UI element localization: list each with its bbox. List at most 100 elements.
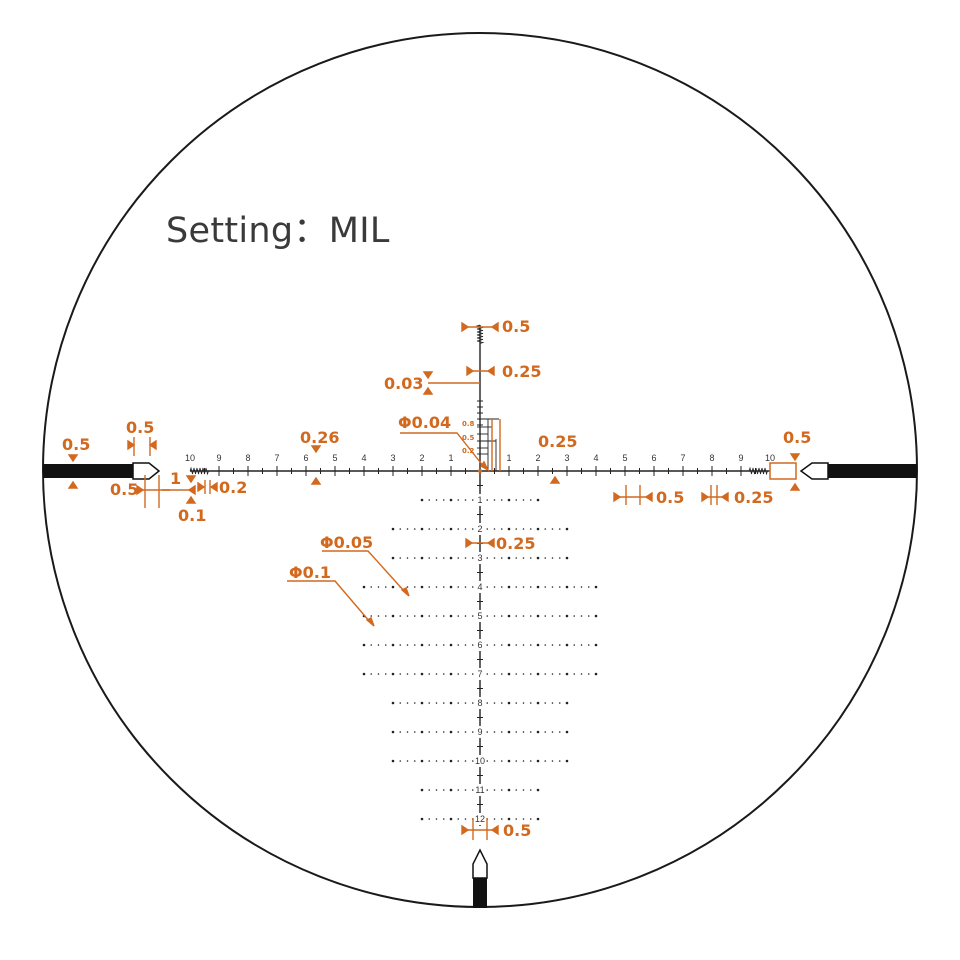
holdover-sub-dot <box>522 499 525 501</box>
holdover-sub-dot <box>544 731 547 733</box>
annotation-center-dot: Φ0.04 <box>398 413 451 432</box>
holdover-sub-dot <box>457 731 460 733</box>
holdover-sub-dot <box>529 818 532 820</box>
holdover-sub-dot <box>413 731 416 733</box>
holdover-sub-dot <box>500 615 503 617</box>
holdover-sub-dot <box>500 644 503 646</box>
holdover-sub-dot <box>471 528 474 530</box>
annotation-left-spacing-1: 1 <box>170 469 181 488</box>
annotation-top-post-width: 0.5 <box>502 317 530 336</box>
h-tick-label-left: 1 <box>448 453 453 463</box>
holdover-sub-dot <box>406 731 409 733</box>
holdover-sub-dot <box>442 499 445 501</box>
holdover-sub-dot <box>529 673 532 675</box>
holdover-sub-dot <box>471 673 474 675</box>
holdover-dot <box>449 585 453 589</box>
holdover-sub-dot <box>413 644 416 646</box>
holdover-sub-dot <box>413 528 416 530</box>
holdover-sub-dot <box>522 586 525 588</box>
holdover-sub-dot <box>500 760 503 762</box>
holdover-sub-dot <box>428 760 431 762</box>
holdover-dot <box>449 614 453 618</box>
holdover-sub-dot <box>500 557 503 559</box>
holdover-sub-dot <box>413 673 416 675</box>
holdover-dot <box>565 585 569 589</box>
holdover-dot <box>391 556 395 560</box>
holdover-sub-dot <box>529 789 532 791</box>
holdover-sub-dot <box>428 557 431 559</box>
v-tick-label: 7 <box>477 669 482 679</box>
holdover-sub-dot <box>493 586 496 588</box>
annotation-right-hash-025: 0.25 <box>734 488 773 507</box>
holdover-sub-dot <box>442 644 445 646</box>
holdover-sub-dot <box>471 760 474 762</box>
annotation-left-post-width: 0.5 <box>126 418 154 437</box>
h-tick-label-left: 10 <box>185 453 195 463</box>
holdover-sub-dot <box>428 673 431 675</box>
holdover-sub-dot <box>486 789 489 791</box>
holdover-sub-dot <box>428 528 431 530</box>
holdover-sub-dot <box>464 702 467 704</box>
v-tick-label: 3 <box>477 553 482 563</box>
v-tick-label: 6 <box>477 640 482 650</box>
holdover-dot <box>536 585 540 589</box>
holdover-sub-dot <box>464 818 467 820</box>
holdover-sub-dot <box>558 760 561 762</box>
v-tick-label: 9 <box>477 727 482 737</box>
v-tick-label: 10 <box>475 756 485 766</box>
holdover-sub-dot <box>493 731 496 733</box>
holdover-sub-dot <box>558 586 561 588</box>
holdover-sub-dot <box>457 789 460 791</box>
holdover-sub-dot <box>522 528 525 530</box>
holdover-sub-dot <box>529 586 532 588</box>
v-label-bg <box>469 697 491 709</box>
holdover-sub-dot <box>544 586 547 588</box>
holdover-dot <box>565 643 569 647</box>
v-label-bg <box>469 581 491 593</box>
h-tick-label-right: 8 <box>709 453 714 463</box>
holdover-dot <box>536 643 540 647</box>
annotation-dot-01: Φ0.1 <box>289 563 331 582</box>
holdover-dot <box>391 585 395 589</box>
holdover-sub-dot <box>515 673 518 675</box>
holdover-sub-dot <box>457 615 460 617</box>
center-micro-scale <box>477 418 499 471</box>
holdover-sub-dot <box>493 760 496 762</box>
annotation-vertical-hash-025: 0.25 <box>496 534 535 553</box>
holdover-dot <box>507 672 511 676</box>
holdover-sub-dot <box>515 702 518 704</box>
v-label-bg <box>469 523 491 535</box>
holdover-sub-dot <box>399 702 402 704</box>
annotation-top-hash: 0.25 <box>502 362 541 381</box>
annotation-right-post-height: 0.5 <box>783 428 811 447</box>
holdover-sub-dot <box>573 586 576 588</box>
holdover-dot <box>449 527 453 531</box>
holdover-dot <box>420 730 424 734</box>
holdover-dot <box>391 672 395 676</box>
holdover-sub-dot <box>522 760 525 762</box>
holdover-dot <box>594 672 598 676</box>
h-tick-label-right: 3 <box>564 453 569 463</box>
holdover-sub-dot <box>529 557 532 559</box>
holdover-dot <box>420 527 424 531</box>
holdover-dot <box>391 614 395 618</box>
h-tick-label-left: 7 <box>274 453 279 463</box>
holdover-sub-dot <box>515 586 518 588</box>
holdover-sub-dot <box>544 760 547 762</box>
holdover-sub-dot <box>486 557 489 559</box>
holdover-sub-dot <box>399 673 402 675</box>
holdover-dot <box>449 498 453 502</box>
holdover-sub-dot <box>500 673 503 675</box>
holdover-dot <box>449 730 453 734</box>
holdover-dot <box>507 701 511 705</box>
holdover-sub-dot <box>399 528 402 530</box>
holdover-sub-dot <box>406 644 409 646</box>
holdover-dot <box>536 527 540 531</box>
holdover-sub-dot <box>515 615 518 617</box>
holdover-sub-dot <box>500 586 503 588</box>
holdover-sub-dot <box>435 760 438 762</box>
h-tick-label-right: 6 <box>651 453 656 463</box>
holdover-sub-dot <box>442 673 445 675</box>
holdover-sub-dot <box>442 760 445 762</box>
holdover-sub-dot <box>406 615 409 617</box>
